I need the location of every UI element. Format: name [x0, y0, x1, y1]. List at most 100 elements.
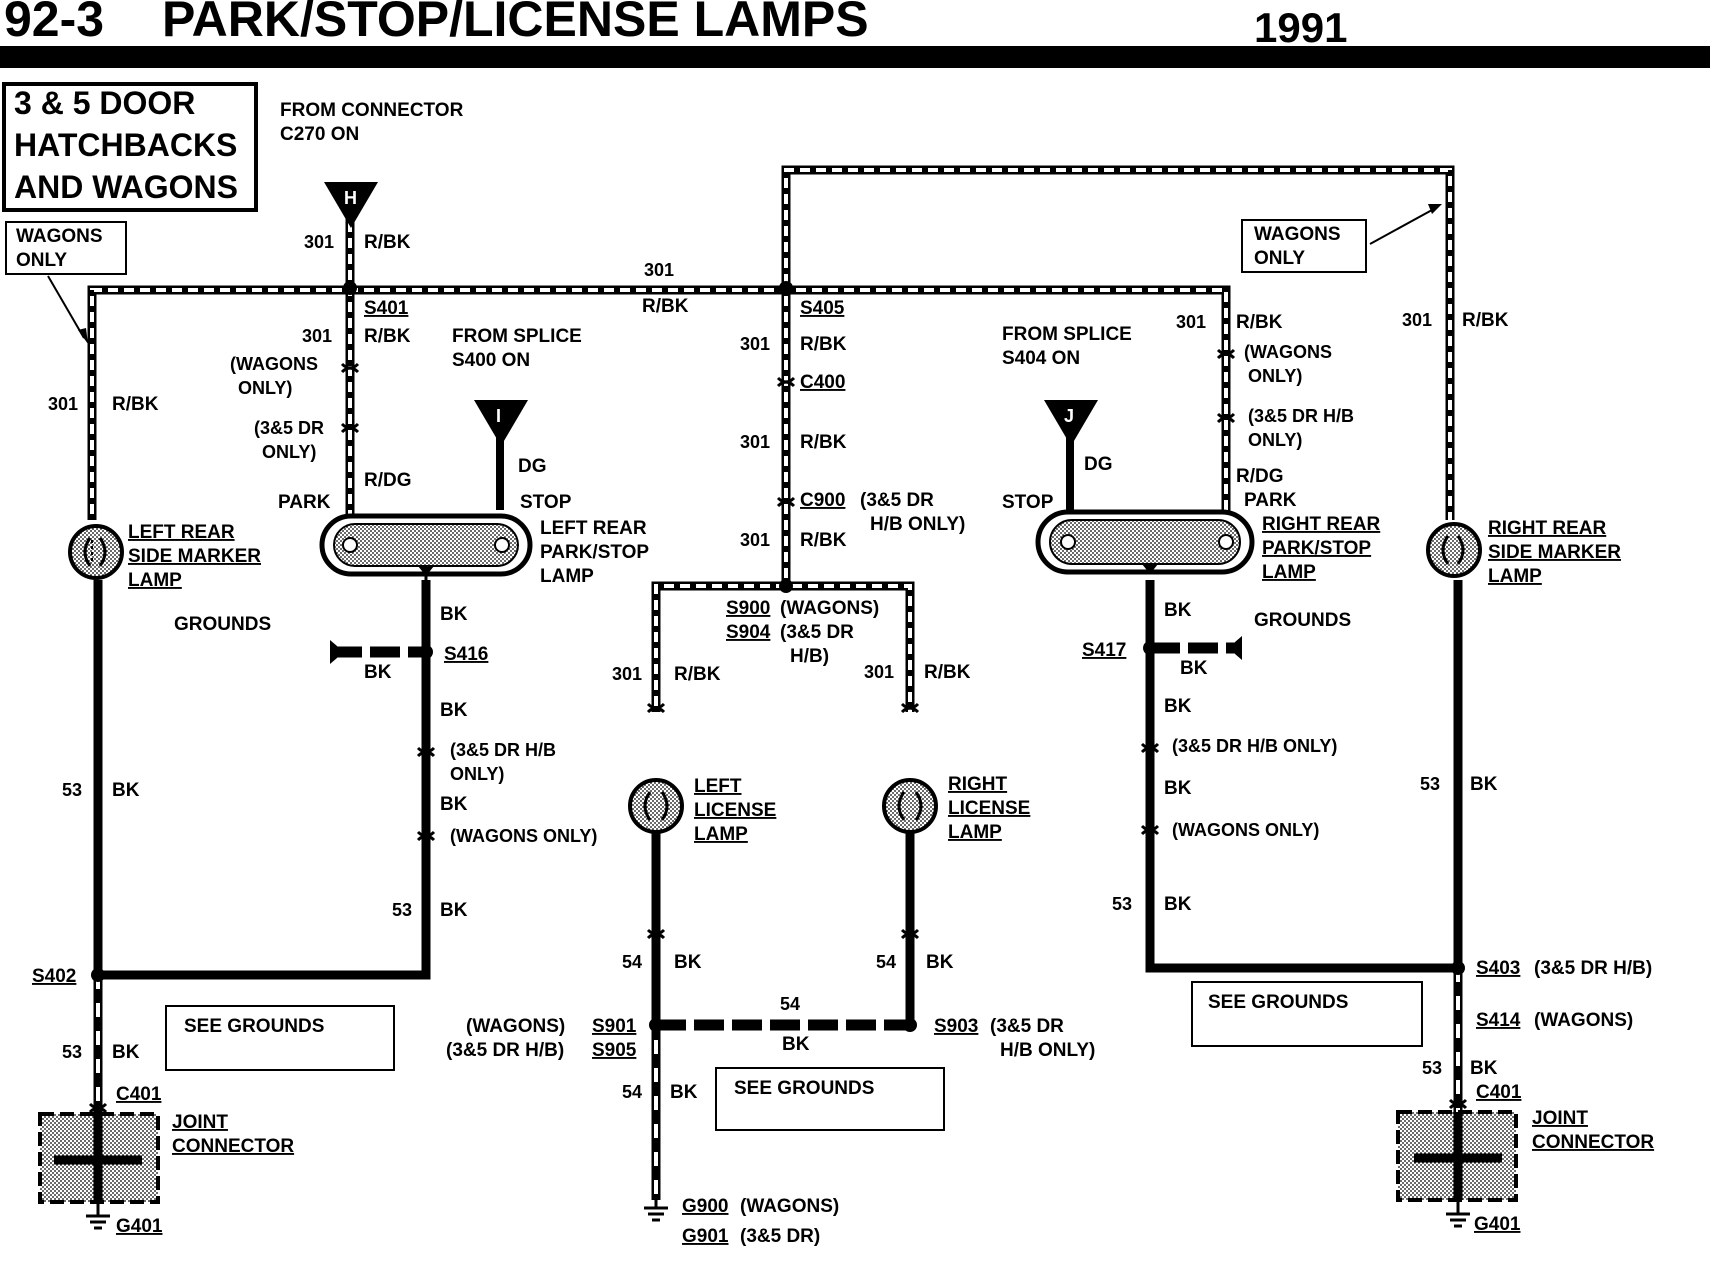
pin-stop-left: STOP — [520, 492, 572, 513]
ground-g401-right: G401 — [1474, 1214, 1521, 1235]
left-side-marker-label-1: LEFT REAR — [128, 522, 235, 543]
svg-text:H: H — [344, 188, 357, 208]
svg-text:301: 301 — [864, 662, 894, 682]
grounds-left: GROUNDS — [174, 614, 271, 635]
svg-text:R/BK: R/BK — [112, 394, 159, 415]
splice-s405: S405 — [800, 298, 845, 319]
splice-s900-dot — [779, 579, 793, 593]
grounds-right: GROUNDS — [1254, 610, 1351, 631]
see-grounds-3: SEE GROUNDS — [734, 1078, 874, 1099]
svg-text:LICENSE: LICENSE — [694, 800, 776, 821]
svg-text:R/DG: R/DG — [1236, 466, 1284, 487]
pin-park-left: PARK — [278, 492, 331, 513]
svg-text:H/B ONLY): H/B ONLY) — [1000, 1040, 1095, 1061]
right-rear-side-marker-lamp — [1426, 522, 1482, 578]
svg-text:(WAGONS): (WAGONS) — [740, 1196, 839, 1217]
svg-text:BK: BK — [1470, 1058, 1498, 1079]
splice-s403-dot — [1451, 961, 1465, 975]
conn-mark-right-dr — [1216, 412, 1236, 424]
see-grounds-box-2 — [1191, 981, 1423, 1047]
svg-text:(3&5 DR: (3&5 DR — [860, 490, 934, 511]
page-title: PARK/STOP/LICENSE LAMPS — [162, 0, 869, 47]
svg-text:DG: DG — [518, 456, 547, 477]
svg-text:BK: BK — [364, 662, 392, 683]
svg-text:R/BK: R/BK — [674, 664, 721, 685]
right-side-marker-label-1: RIGHT REAR — [1488, 518, 1607, 539]
svg-text:301: 301 — [304, 232, 334, 252]
svg-text:R/BK: R/BK — [800, 432, 847, 453]
conn-c400: C400 — [800, 372, 845, 393]
vehicle-applicability-box: 3 & 5 DOOR HATCHBACKS AND WAGONS — [2, 82, 258, 212]
ground-g401-left: G401 — [116, 1216, 163, 1237]
conn-mark-c401-left — [88, 1102, 108, 1114]
ground-flag-left — [330, 640, 344, 664]
svg-text:301: 301 — [302, 326, 332, 346]
svg-text:53: 53 — [1422, 1058, 1442, 1078]
header-rule — [0, 46, 1710, 68]
svg-text:301: 301 — [740, 432, 770, 452]
svg-text:BK: BK — [1164, 778, 1192, 799]
from-connector-line-1: FROM CONNECTOR — [280, 100, 464, 121]
svg-text:(3&5 DR H/B): (3&5 DR H/B) — [446, 1040, 564, 1061]
splice-s900: S900 — [726, 598, 770, 619]
svg-text:WAGONS: WAGONS — [16, 226, 103, 247]
svg-text:(3&5 DR H/B): (3&5 DR H/B) — [1534, 958, 1652, 979]
svg-text:R/BK: R/BK — [364, 232, 411, 253]
svg-text:(WAGONS: (WAGONS — [230, 354, 318, 374]
svg-text:(3&5 DR: (3&5 DR — [254, 418, 324, 438]
ground-g901: G901 — [682, 1226, 729, 1247]
svg-text:(3&5 DR H/B ONLY): (3&5 DR H/B ONLY) — [1172, 736, 1337, 756]
left-rear-side-marker-lamp — [68, 524, 124, 580]
svg-text:53: 53 — [392, 900, 412, 920]
svg-text:CONNECTOR: CONNECTOR — [172, 1136, 294, 1157]
svg-text:BK: BK — [782, 1034, 810, 1055]
svg-text:301: 301 — [48, 394, 78, 414]
ground-symbol-g900 — [644, 1200, 668, 1222]
connector-i: I — [474, 400, 528, 446]
wagons-only-box-left: WAGONS ONLY — [5, 221, 127, 344]
svg-text:(WAGONS): (WAGONS) — [1534, 1010, 1633, 1031]
svg-text:BK: BK — [1164, 696, 1192, 717]
ground-g900: G900 — [682, 1196, 728, 1217]
svg-text:H/B ONLY): H/B ONLY) — [870, 514, 965, 535]
see-grounds-2: SEE GROUNDS — [1208, 992, 1348, 1013]
right-rear-park-stop-lamp — [1035, 509, 1255, 575]
joint-connector-right — [1396, 1110, 1518, 1228]
svg-text:BK: BK — [440, 604, 468, 625]
right-license-label-1: RIGHT — [948, 774, 1008, 795]
svg-text:WAGONS: WAGONS — [1254, 224, 1341, 245]
see-grounds-box-1 — [165, 1005, 395, 1071]
svg-text:BK: BK — [674, 952, 702, 973]
svg-text:54: 54 — [780, 994, 800, 1014]
svg-text:BK: BK — [1164, 894, 1192, 915]
svg-text:BK: BK — [1180, 658, 1208, 679]
left-rear-park-stop-lamp — [319, 513, 533, 582]
splice-s901: S901 — [592, 1016, 637, 1037]
svg-text:(WAGONS): (WAGONS) — [466, 1016, 565, 1037]
svg-text:ONLY): ONLY) — [262, 442, 316, 462]
svg-text:BK: BK — [1470, 774, 1498, 795]
see-grounds-box-3 — [715, 1067, 945, 1131]
from-connector-line-2: C270 ON — [280, 124, 359, 145]
svg-text:(WAGONS: (WAGONS — [1244, 342, 1332, 362]
svg-text:R/BK: R/BK — [1462, 310, 1509, 331]
conn-mark-c900 — [776, 496, 796, 508]
conn-mark-right-license-bottom — [900, 928, 920, 940]
conn-mark-right-bk-dr — [1140, 742, 1160, 754]
conn-mark-c401-right — [1448, 1098, 1468, 1110]
svg-text:ONLY: ONLY — [16, 250, 67, 271]
left-license-label-1: LEFT — [694, 776, 742, 797]
splice-s401: S401 — [364, 298, 409, 319]
svg-text:J: J — [1064, 406, 1074, 426]
svg-text:BK: BK — [112, 780, 140, 801]
svg-text:301: 301 — [644, 260, 674, 280]
svg-text:PARK/STOP: PARK/STOP — [540, 542, 649, 563]
svg-text:LAMP: LAMP — [540, 566, 594, 587]
wagons-only-box-right: WAGONS ONLY — [1241, 204, 1442, 273]
splice-s401-dot — [343, 281, 357, 295]
labels: 301 R/BK 301 R/BK S401 301 R/BK (WAGONS … — [32, 232, 1654, 1247]
splice-s403: S403 — [1476, 958, 1520, 979]
svg-text:LAMP: LAMP — [948, 822, 1002, 843]
ground-flag-right — [1228, 636, 1242, 660]
